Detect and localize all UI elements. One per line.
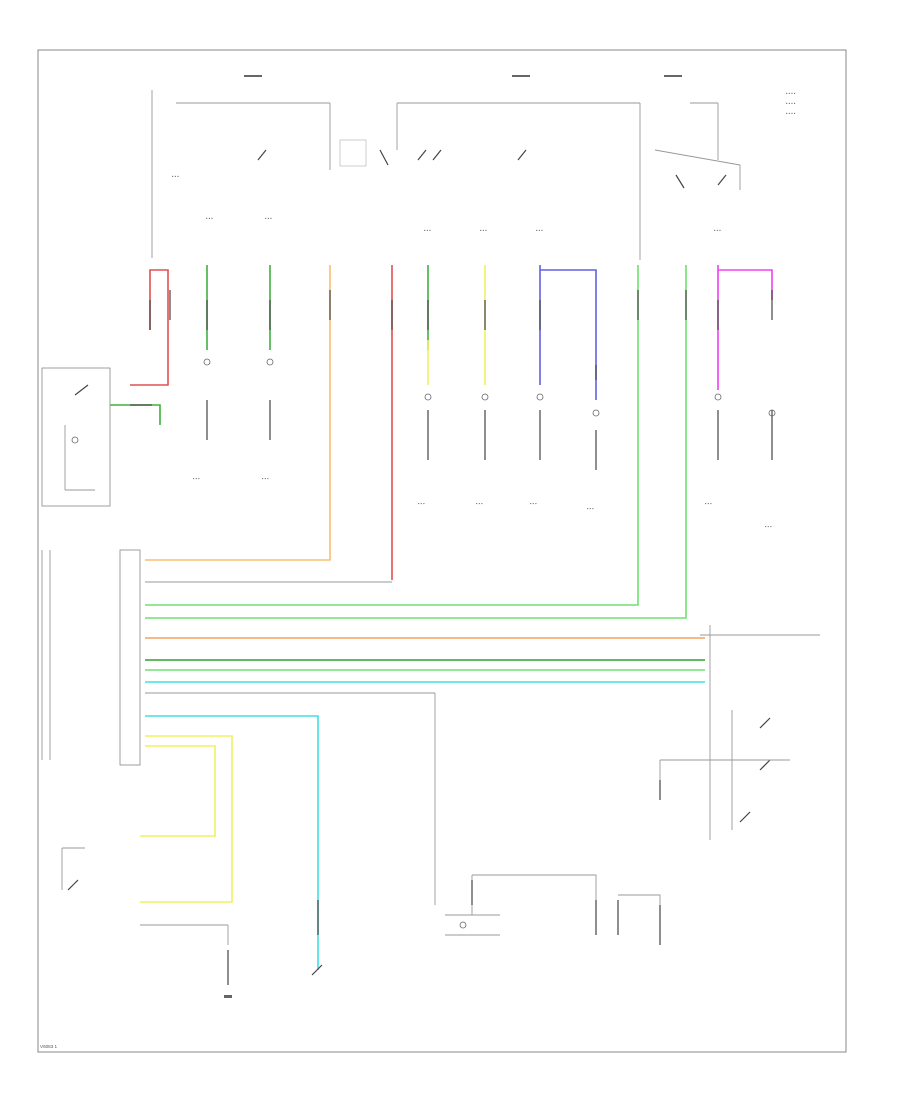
wire-magenta-lamp: [717, 265, 773, 460]
svg-text:• • •: • • •: [424, 228, 431, 233]
svg-text:▪ ▪ ▪: ▪ ▪ ▪: [418, 501, 425, 506]
svg-text:▪ ▪ ▪: ▪ ▪ ▪: [262, 476, 269, 481]
lower-left-switch: [61, 847, 232, 998]
svg-text:▪ ▪ ▪: ▪ ▪ ▪: [476, 501, 483, 506]
bottom-center-components: [311, 874, 661, 976]
wire-blue-lamp: [539, 265, 597, 470]
wire-yellow-lamp: [427, 265, 486, 460]
svg-text:• • • •: • • • •: [786, 91, 796, 96]
svg-text:▪ ▪ ▪: ▪ ▪ ▪: [587, 506, 594, 511]
lamp-grounds: ▪ ▪ ▪ ▪ ▪ ▪ ▪ ▪ ▪ ▪ ▪ ▪ ▪ ▪ ▪ ▪ ▪ ▪ ▪ ▪ …: [193, 358, 776, 529]
svg-text:• • • •: • • • •: [786, 101, 796, 106]
svg-text:▪ ▪ ▪: ▪ ▪ ▪: [193, 476, 200, 481]
right-switch-cluster: [659, 710, 790, 830]
svg-text:▪ ▪ ▪: ▪ ▪ ▪: [705, 501, 712, 506]
svg-text:• • • •: • • • •: [786, 111, 796, 116]
svg-text:• • •: • • •: [714, 228, 721, 233]
power-feed-lines: [151, 75, 719, 260]
bcm-signal-wires: [140, 581, 820, 970]
wire-lightgreen-long: [145, 265, 639, 606]
svg-text:• • •: • • •: [536, 228, 543, 233]
diagram-border: [37, 49, 847, 1053]
diagram-code: V6083 1: [40, 1044, 58, 1049]
left-switch-box: [41, 367, 161, 507]
svg-text:• • •: • • •: [206, 216, 213, 221]
relay-switches: • • • • • • • • • • • • • • • • • • • • …: [172, 91, 796, 233]
wire-red-left: [130, 269, 171, 386]
svg-text:▪ ▪ ▪: ▪ ▪ ▪: [765, 524, 772, 529]
svg-text:▪ ▪ ▪: ▪ ▪ ▪: [530, 501, 537, 506]
wire-green-right: [145, 265, 687, 619]
wire-orange-feed: [145, 265, 331, 561]
svg-text:• • •: • • •: [172, 174, 179, 179]
svg-text:• • •: • • •: [480, 228, 487, 233]
bcm-connector: [41, 549, 141, 766]
svg-text:• • •: • • •: [265, 216, 272, 221]
